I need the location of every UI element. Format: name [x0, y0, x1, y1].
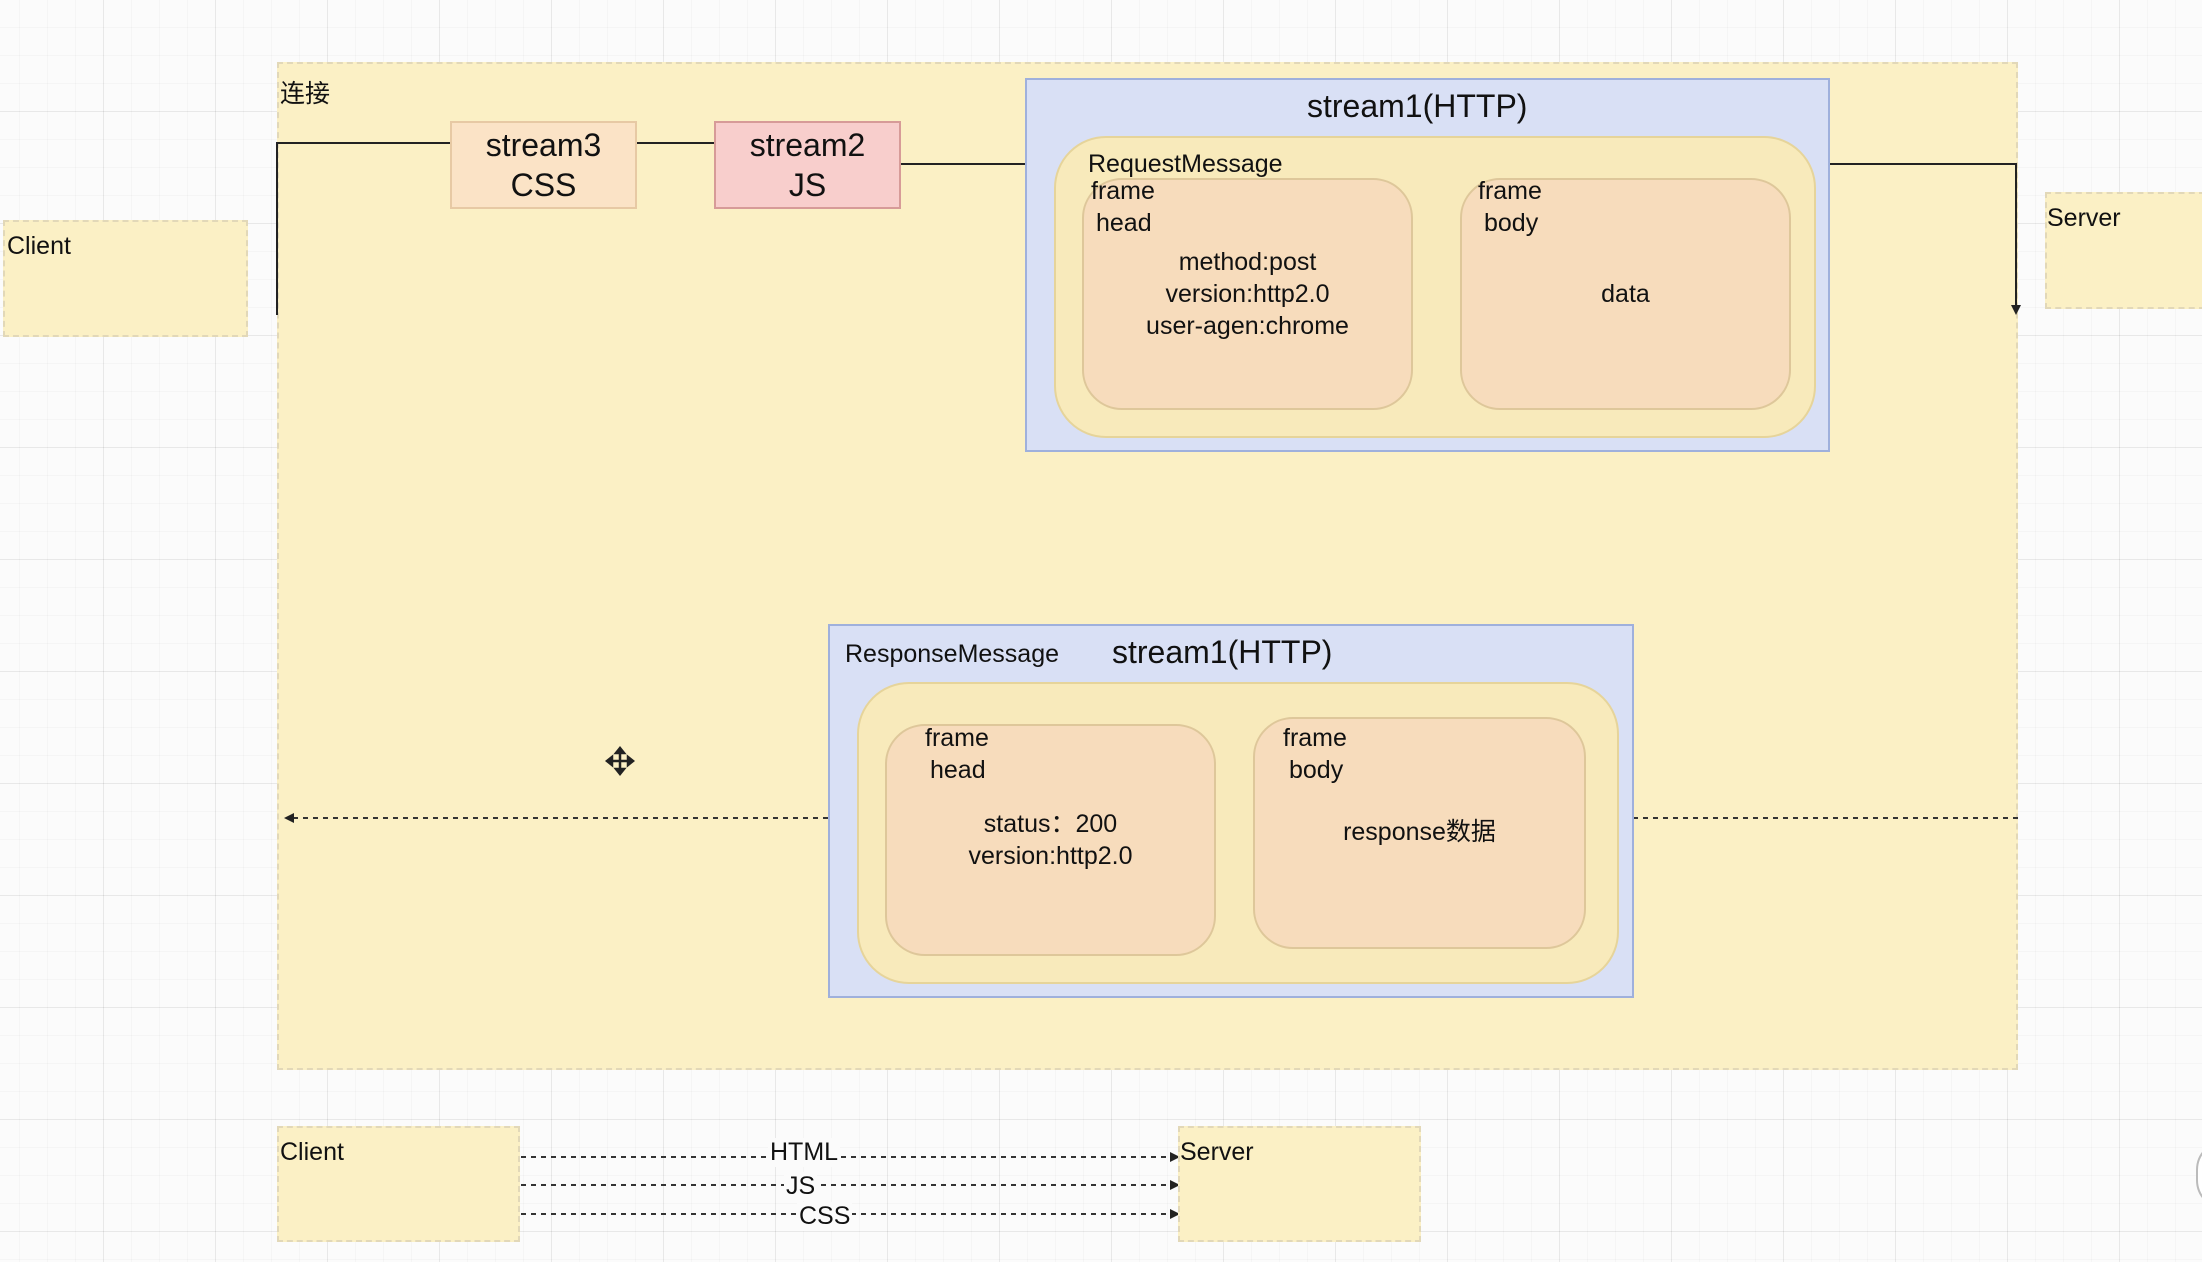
- client-box-bottom[interactable]: [277, 1126, 520, 1242]
- request-body-frame[interactable]: [1460, 178, 1791, 410]
- request-head-content: method:post version:http2.0 user-agen:ch…: [1082, 246, 1413, 342]
- request-head-line: version:http2.0: [1165, 280, 1330, 308]
- stream2-label: stream2: [749, 127, 866, 163]
- line-request-to-server: [1830, 163, 2021, 315]
- client-label-top: Client: [7, 232, 71, 260]
- line-client-to-stream3: [276, 142, 450, 315]
- stream3-css-box[interactable]: stream3 CSS: [450, 121, 637, 209]
- response-head-content: status：200 version:http2.0: [885, 808, 1216, 872]
- request-head-line: user-agen:chrome: [1146, 312, 1349, 340]
- stream3-label: stream3: [485, 127, 602, 163]
- response-body-frame-label: frame body: [1283, 722, 1347, 786]
- request-body-frame-label-line1: frame: [1478, 177, 1542, 205]
- client-label-bottom: Client: [280, 1138, 344, 1166]
- response-head-frame-label-line1: frame: [925, 724, 989, 752]
- request-head-frame-label: frame head: [1091, 175, 1155, 239]
- response-head-line: version:http2.0: [968, 842, 1133, 870]
- response-head-line: status：200: [983, 810, 1118, 838]
- response-head-frame-label-line2: head: [930, 756, 986, 784]
- response-body-data: response数据: [1343, 818, 1496, 846]
- arrow-label-html: HTML: [768, 1138, 841, 1167]
- request-body-frame-label-line2: body: [1484, 209, 1539, 237]
- stream2-sublabel: JS: [788, 167, 827, 203]
- connection-label: 连接: [280, 80, 331, 108]
- arrow-label-js: JS: [784, 1172, 818, 1201]
- request-head-frame-label-line1: frame: [1091, 177, 1155, 205]
- request-body-frame-label: frame body: [1478, 175, 1542, 239]
- arrow-label-css: CSS: [797, 1202, 853, 1231]
- response-stream-title: stream1(HTTP): [1112, 634, 1333, 670]
- response-body-frame-label-line1: frame: [1283, 724, 1347, 752]
- request-body-data: data: [1601, 280, 1650, 308]
- server-box-bottom[interactable]: [1178, 1126, 1421, 1242]
- server-box-top[interactable]: [2045, 192, 2202, 309]
- response-body-frame-label-line2: body: [1289, 756, 1344, 784]
- move-cursor-icon: [604, 745, 636, 777]
- server-label-bottom: Server: [1180, 1138, 1254, 1166]
- request-stream-title: stream1(HTTP): [1307, 88, 1528, 124]
- response-head-frame-label: frame head: [925, 722, 989, 786]
- stream3-sublabel: CSS: [510, 167, 577, 203]
- client-box-top[interactable]: [3, 220, 248, 337]
- request-body-content: data: [1460, 278, 1791, 310]
- request-message-label: RequestMessage: [1088, 150, 1283, 178]
- stream2-js-box[interactable]: stream2 JS: [714, 121, 901, 209]
- request-head-frame[interactable]: [1082, 178, 1413, 410]
- response-body-frame[interactable]: [1253, 717, 1586, 949]
- response-body-content: response数据: [1253, 816, 1586, 848]
- response-message-label: ResponseMessage: [845, 640, 1060, 668]
- request-head-line: method:post: [1178, 248, 1317, 276]
- response-head-frame[interactable]: [885, 724, 1216, 956]
- server-label-top: Server: [2047, 204, 2121, 232]
- request-head-frame-label-line2: head: [1096, 209, 1152, 237]
